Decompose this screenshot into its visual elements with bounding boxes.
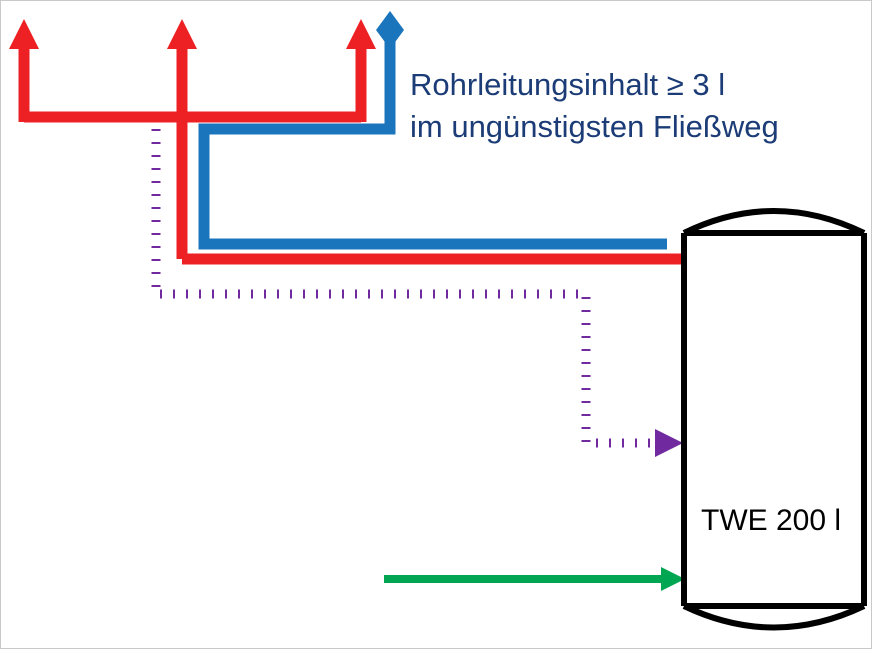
tank-body-fill (684, 233, 864, 606)
cold-water-feed-network (384, 567, 685, 591)
cold-water-pipe (198, 37, 667, 250)
cold-water-feed-arrowhead (661, 567, 685, 591)
annotation-block: Rohrleitungsinhalt ≥ 3 l im ungünstigste… (410, 67, 779, 144)
hot-water-pipe-network (9, 19, 684, 265)
tank-top-dome (682, 208, 866, 236)
annotation-line-1: Rohrleitungsinhalt ≥ 3 l (410, 67, 725, 102)
storage-tank: TWE 200 l (681, 208, 867, 631)
cold-water-pipe-network (198, 11, 667, 250)
cold-water-diamond-marker (376, 11, 404, 49)
annotation-line-2: im ungünstigsten Fließweg (410, 109, 779, 144)
circulation-return-network (151, 129, 683, 457)
hot-water-riser-right-arrowhead (346, 19, 376, 49)
tank-label: TWE 200 l (701, 504, 841, 537)
hot-water-riser-left-arrowhead (9, 19, 39, 49)
tank-bottom-dome (682, 603, 866, 631)
circulation-return-arrowhead (655, 429, 683, 457)
hot-water-riser-middle-arrowhead (167, 19, 197, 49)
circulation-return-dotted-pipe (151, 129, 661, 448)
